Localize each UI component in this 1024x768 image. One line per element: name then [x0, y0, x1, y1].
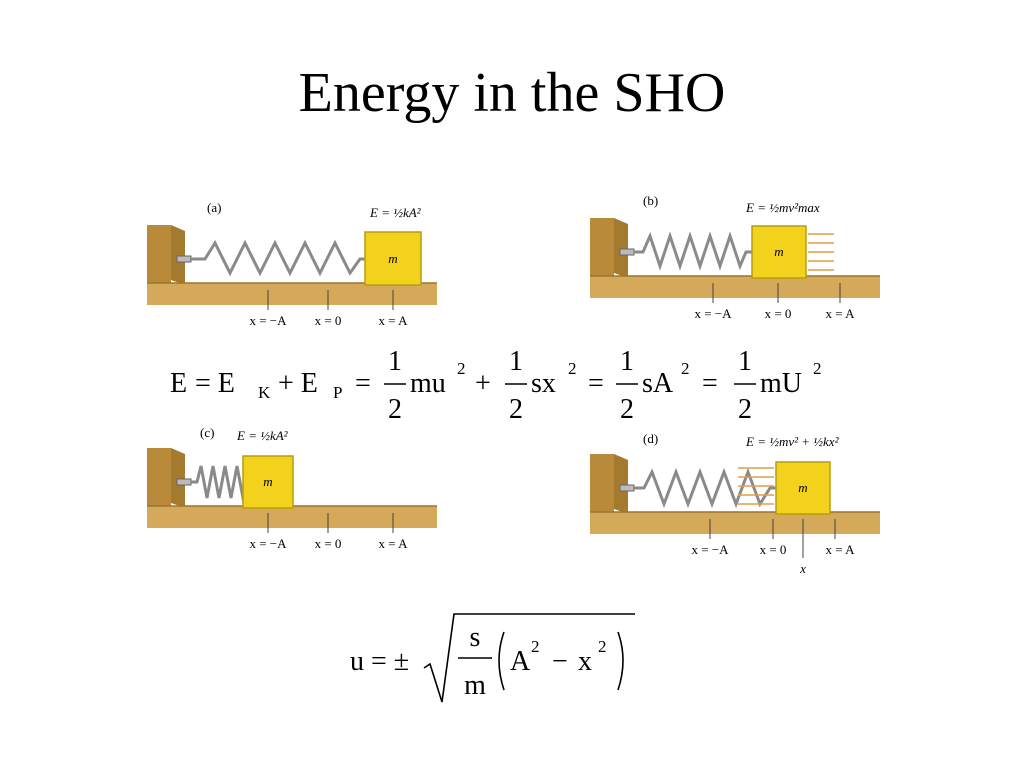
eq-equals: =	[355, 368, 371, 399]
sup-2: 2	[457, 359, 466, 378]
frac-num: 1	[388, 346, 402, 377]
position-label: x = −A	[249, 313, 287, 328]
position-label: x = −A	[694, 306, 732, 321]
eq-plus: +	[475, 368, 491, 399]
paren-A: A	[510, 646, 531, 677]
sup-2: 2	[568, 359, 577, 378]
spring-diagram-a: m (a) E = ½kA² x = −A x = 0 x = A	[147, 200, 437, 328]
mass-label: m	[798, 480, 807, 495]
position-label: x = A	[825, 542, 855, 557]
energy-label: E = ½mv² + ½kx²	[745, 434, 840, 449]
diagram-panel-d: m (d) E = ½mv² + ½kx² x = −A x = 0 x = A…	[588, 428, 888, 578]
term-sA: sA	[642, 368, 674, 399]
frac-den: m	[464, 670, 486, 701]
position-label: x = 0	[315, 313, 342, 328]
position-label: x = A	[378, 313, 408, 328]
eq-lhs: E	[170, 368, 187, 399]
eq-ep: + E	[278, 368, 318, 399]
spring	[191, 465, 252, 504]
floor	[590, 512, 880, 534]
diagram-panel-b: m (b) E = ½mv²max x = −A x = 0 x = A	[588, 190, 888, 330]
mass-block	[775, 461, 831, 515]
spring	[191, 239, 365, 277]
mass-label: m	[388, 251, 397, 266]
paren-x: x	[578, 646, 592, 677]
diagram-panel-c: m (c) E = ½kA² x = −A x = 0 x = A	[145, 420, 445, 560]
term-mU: mU	[760, 368, 802, 399]
frac-den: 2	[620, 394, 634, 425]
floor	[147, 283, 437, 305]
spring-diagram-d: m (d) E = ½mv² + ½kx² x = −A x = 0 x = A…	[590, 431, 880, 576]
floor	[147, 506, 437, 528]
panel-label: (c)	[200, 425, 214, 440]
velocity-equation: u = ± s m A 2 − x 2	[340, 606, 660, 716]
frac-num: s	[470, 622, 481, 653]
eq-sub-k: K	[258, 383, 271, 402]
motion-lines	[808, 233, 834, 271]
sup-2: 2	[813, 359, 822, 378]
sup-2: 2	[681, 359, 690, 378]
eq-minus: −	[552, 646, 568, 677]
frac-num: 1	[738, 346, 752, 377]
x-label: x	[799, 561, 806, 576]
position-label: x = 0	[760, 542, 787, 557]
panel-label: (d)	[643, 431, 658, 446]
frac-den: 2	[388, 394, 402, 425]
spring-diagram-b: m (b) E = ½mv²max x = −A x = 0 x = A	[590, 193, 880, 321]
eq-sub-p: P	[333, 383, 342, 402]
mass-block	[364, 231, 422, 286]
position-label: x = −A	[249, 536, 287, 551]
floor	[590, 276, 880, 298]
panel-label: (a)	[207, 200, 221, 215]
sup-2: 2	[598, 637, 607, 656]
energy-label: E = ½kA²	[369, 205, 422, 220]
energy-label: E = ½kA²	[236, 428, 289, 443]
frac-num: 1	[509, 346, 523, 377]
position-label: x = 0	[765, 306, 792, 321]
frac-num: 1	[620, 346, 634, 377]
term-mu: mu	[410, 368, 446, 399]
term-sx: sx	[531, 368, 556, 399]
motion-lines	[738, 467, 774, 505]
eq-ek: = E	[195, 368, 235, 399]
energy-equation: E = E K + E P = 1 2 mu 2 + 1 2 sx 2 = 1 …	[150, 340, 850, 430]
panel-label: (b)	[643, 193, 658, 208]
slide-title: Energy in the SHO	[298, 62, 726, 124]
eq-u-lhs: u = ±	[350, 646, 409, 677]
spring-diagram-c: m (c) E = ½kA² x = −A x = 0 x = A	[147, 425, 437, 551]
spring	[634, 467, 778, 509]
eq-equals: =	[702, 368, 718, 399]
position-label: x = 0	[315, 536, 342, 551]
eq-equals: =	[588, 368, 604, 399]
energy-label: E = ½mv²max	[745, 200, 820, 215]
frac-den: 2	[509, 394, 523, 425]
sup-2: 2	[531, 637, 540, 656]
mass-label: m	[263, 474, 272, 489]
diagram-panel-a: m (a) E = ½kA² x = −A x = 0 x = A	[145, 195, 445, 335]
mass-block	[242, 455, 294, 509]
mass-label: m	[774, 244, 783, 259]
mass-block	[751, 225, 807, 279]
spring	[634, 231, 752, 271]
position-label: x = A	[825, 306, 855, 321]
position-label: x = −A	[691, 542, 729, 557]
position-label: x = A	[378, 536, 408, 551]
frac-den: 2	[738, 394, 752, 425]
